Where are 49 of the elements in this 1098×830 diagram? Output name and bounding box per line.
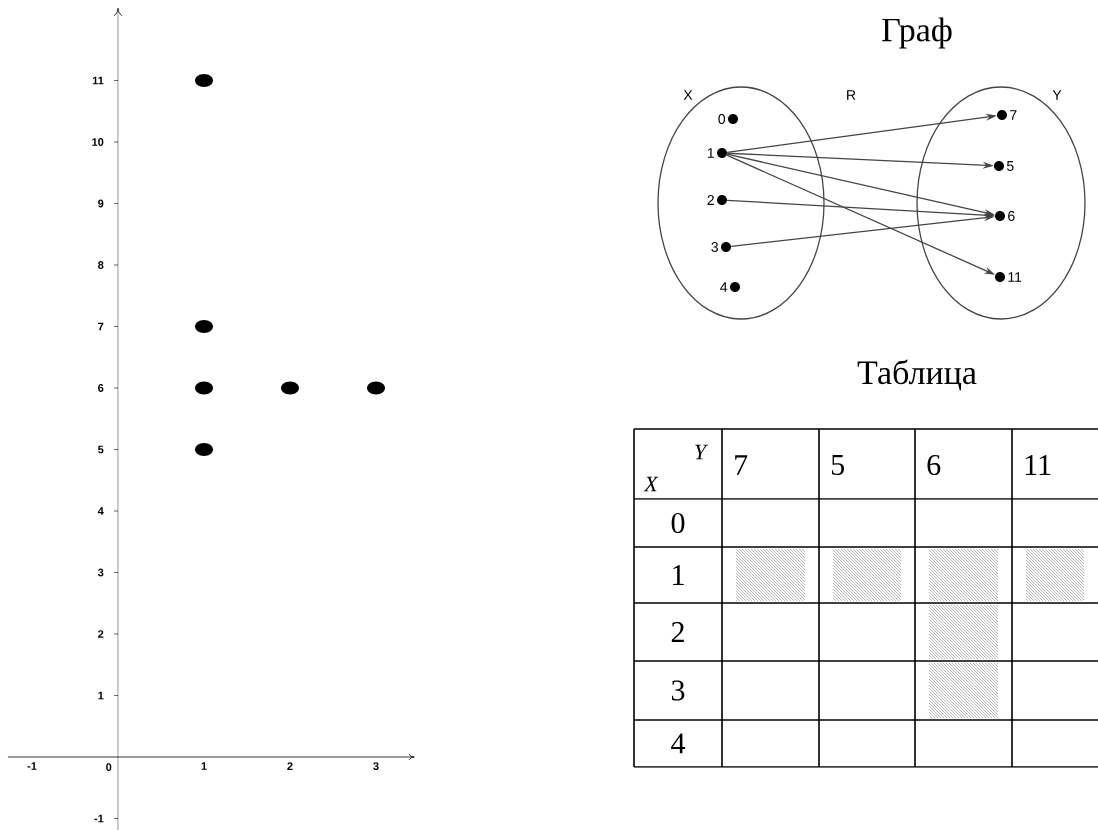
tick-label: 1 [98,691,104,700]
tick-label: 6 [98,384,104,392]
node-label: 4 [720,282,728,292]
labeled-point: 0 [718,114,738,124]
node-label: 5 [1006,161,1014,171]
column-header: 6 [927,454,941,476]
column-header: 11 [1025,455,1051,475]
node-label: 3 [711,242,718,252]
axis-label: X [643,476,659,492]
tick-label: 7 [98,322,104,331]
tick-label: 11 [92,76,104,85]
title: Таблица [857,359,977,391]
node-label: 7 [1010,110,1017,120]
labeled-point: 6 [995,211,1015,221]
tick-label: -1 [94,814,104,823]
node-label: 1 [707,148,714,158]
labeled-point: 4 [720,282,740,292]
origin-label: 0 [106,763,112,771]
row-header: 0 [671,512,685,534]
row-header: 2 [671,622,684,642]
tick-label: 5 [98,445,104,454]
tick-label: 1 [201,762,207,770]
node-label: 0 [718,114,726,124]
tick-label: 3 [97,568,104,577]
labeled-point: 2 [707,195,727,205]
tick-label: 3 [373,762,379,770]
tick-label: -1 [27,762,37,770]
labeled-point: 7 [997,110,1017,120]
labeled-point: 3 [711,242,731,252]
node-label: 11 [1008,272,1022,282]
labeled-point: 11 [995,272,1022,282]
title: Граф [882,17,952,49]
row-header: 4 [671,733,686,754]
tick-label: 8 [98,261,104,269]
column-header: 5 [831,455,845,475]
tick-label: 2 [98,630,104,638]
row-header: 1 [673,565,684,585]
relation-label: R [847,90,856,100]
node-label: 2 [707,195,714,205]
tick-label: 4 [97,507,104,515]
axis-label: Y [695,444,709,460]
labeled-point: 1 [707,148,727,158]
tick-label: 9 [98,199,104,208]
node-label: 6 [1008,211,1015,221]
tick-label: 10 [92,138,104,146]
labeled-point: 5 [994,161,1014,171]
tick-label: 2 [287,762,293,770]
row-header: 3 [671,680,685,701]
column-header: 7 [735,455,748,475]
